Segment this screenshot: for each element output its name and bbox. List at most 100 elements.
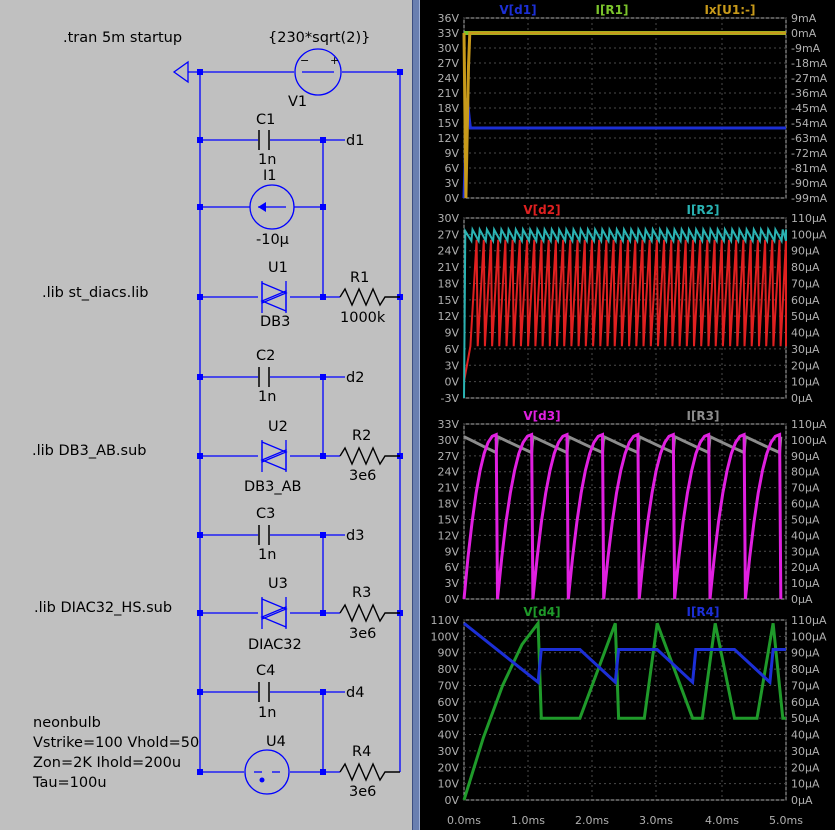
c4-value-label[interactable]: 1n (258, 705, 276, 721)
left-tick-label: 6V (444, 561, 459, 574)
series-line (463, 622, 786, 686)
left-tick-label: 60V (437, 696, 459, 709)
r3-value-label[interactable]: 3e6 (349, 626, 376, 642)
r4-name-label[interactable]: R4 (352, 744, 371, 760)
neon-param-line-2[interactable]: Vstrike=100 Vhold=50 (33, 735, 199, 751)
u3-name-label[interactable]: U3 (268, 576, 288, 592)
v1-value-label[interactable]: {230*sqrt(2)} (268, 30, 370, 46)
r1-value-label[interactable]: 1000k (340, 310, 386, 326)
tran-directive[interactable]: .tran 5m startup (63, 30, 182, 46)
legend-entry[interactable]: V[d1] (499, 3, 536, 17)
c3-name-label[interactable]: C3 (256, 506, 275, 522)
c1-value-label[interactable]: 1n (258, 152, 276, 168)
neon-param-line-1[interactable]: neonbulb (33, 715, 101, 731)
waveform-viewer[interactable]: 36V33V30V27V24V21V18V15V12V9V6V3V0V9mA0m… (420, 0, 835, 830)
r3-name-label[interactable]: R3 (352, 585, 371, 601)
plot-pane-4[interactable]: 110V100V90V80V70V60V50V40V30V20V10V0V110… (430, 605, 827, 807)
u2-model-label[interactable]: DB3_AB (244, 479, 301, 495)
left-tick-label: 12V (437, 132, 459, 145)
plot-pane-3[interactable]: 33V30V27V24V21V18V15V12V9V6V3V0V110µA100… (437, 409, 827, 606)
left-tick-label: -3V (441, 392, 460, 405)
right-tick-label: -54mA (791, 117, 828, 130)
u4-name-label[interactable]: U4 (266, 734, 286, 750)
left-tick-label: 27V (437, 57, 459, 70)
neon-param-line-3[interactable]: Zon=2K Ihold=200u (33, 755, 181, 771)
i1-name-label[interactable]: I1 (263, 168, 277, 184)
right-tick-label: 20µA (791, 561, 820, 574)
right-tick-label: 80µA (791, 663, 820, 676)
left-tick-label: 24V (437, 72, 459, 85)
r1-name-label[interactable]: R1 (350, 270, 369, 286)
capacitor-icons (258, 130, 270, 702)
series-line (463, 226, 787, 399)
legend-entry[interactable]: V[d2] (523, 203, 560, 217)
c1-name-label[interactable]: C1 (256, 112, 275, 128)
left-tick-label: 15V (437, 513, 459, 526)
net-label-d3[interactable]: d3 (346, 528, 364, 544)
left-tick-label: 33V (437, 27, 459, 40)
resistor-icons[interactable] (339, 287, 400, 782)
left-tick-label: 21V (437, 482, 459, 495)
c4-name-label[interactable]: C4 (256, 663, 275, 679)
u1-name-label[interactable]: U1 (268, 260, 288, 276)
right-tick-label: 20µA (791, 761, 820, 774)
neon-bulb-icon[interactable] (244, 749, 290, 795)
left-tick-label: 6V (444, 343, 459, 356)
v1-name-label[interactable]: V1 (288, 94, 307, 110)
net-label-d1[interactable]: d1 (346, 133, 364, 149)
ground-icon[interactable] (172, 60, 189, 84)
i1-value-label[interactable]: -10µ (256, 232, 289, 248)
c3-value-label[interactable]: 1n (258, 547, 276, 563)
left-tick-label: 18V (437, 498, 459, 511)
lib-directive-3[interactable]: .lib DIAC32_HS.sub (34, 600, 172, 616)
right-tick-label: 50µA (791, 712, 820, 725)
left-tick-label: 18V (437, 102, 459, 115)
lib-directive-1[interactable]: .lib st_diacs.lib (42, 285, 148, 301)
c2-name-label[interactable]: C2 (256, 348, 275, 364)
svg-text:−: − (300, 54, 309, 67)
voltage-source-v1[interactable]: − + (294, 48, 342, 96)
neon-param-line-4[interactable]: Tau=100u (32, 775, 107, 791)
x-tick-label: 0.0ms (447, 814, 481, 827)
legend-entry[interactable]: I[R1] (595, 3, 628, 17)
left-tick-label: 90V (437, 647, 459, 660)
legend-entry[interactable]: I[R2] (686, 203, 719, 217)
plot-pane-1[interactable]: 36V33V30V27V24V21V18V15V12V9V6V3V0V9mA0m… (437, 3, 827, 205)
net-label-d4[interactable]: d4 (346, 685, 364, 701)
left-tick-label: 33V (437, 418, 459, 431)
legend-entry[interactable]: I[R3] (686, 409, 719, 423)
left-tick-label: 27V (437, 450, 459, 463)
pane-splitter[interactable] (412, 0, 420, 830)
right-tick-label: 70µA (791, 277, 820, 290)
legend-entry[interactable]: Ix[U1:-] (704, 3, 755, 17)
legend-entry[interactable]: V[d3] (523, 409, 560, 423)
left-tick-label: 9V (444, 147, 459, 160)
r4-value-label[interactable]: 3e6 (349, 784, 376, 800)
series-line (463, 239, 787, 382)
u1-model-label[interactable]: DB3 (260, 314, 290, 330)
right-tick-label: 90µA (791, 647, 820, 660)
right-tick-label: 90µA (791, 245, 820, 258)
u2-name-label[interactable]: U2 (268, 419, 288, 435)
u3-model-label[interactable]: DIAC32 (248, 637, 302, 653)
left-tick-label: 110V (430, 614, 459, 627)
schematic-editor[interactable]: − + (0, 0, 412, 830)
r2-value-label[interactable]: 3e6 (349, 468, 376, 484)
left-tick-label: 15V (437, 294, 459, 307)
lib-directive-2[interactable]: .lib DB3_AB.sub (32, 443, 147, 459)
right-tick-label: 100µA (791, 434, 827, 447)
left-tick-label: 20V (437, 761, 459, 774)
x-tick-label: 1.0ms (511, 814, 545, 827)
legend-entry[interactable]: I[R4] (686, 605, 719, 619)
left-tick-label: 27V (437, 228, 459, 241)
series-line (463, 434, 783, 455)
legend-entry[interactable]: V[d4] (523, 605, 560, 619)
r2-name-label[interactable]: R2 (352, 428, 371, 444)
left-tick-label: 100V (430, 630, 459, 643)
x-tick-label: 4.0ms (705, 814, 739, 827)
c2-value-label[interactable]: 1n (258, 389, 276, 405)
plot-pane-2[interactable]: 30V27V24V21V18V15V12V9V6V3V0V-3V110µA100… (437, 203, 827, 405)
diac-icons[interactable] (260, 281, 288, 629)
current-source-i1[interactable] (249, 184, 295, 230)
net-label-d2[interactable]: d2 (346, 370, 364, 386)
